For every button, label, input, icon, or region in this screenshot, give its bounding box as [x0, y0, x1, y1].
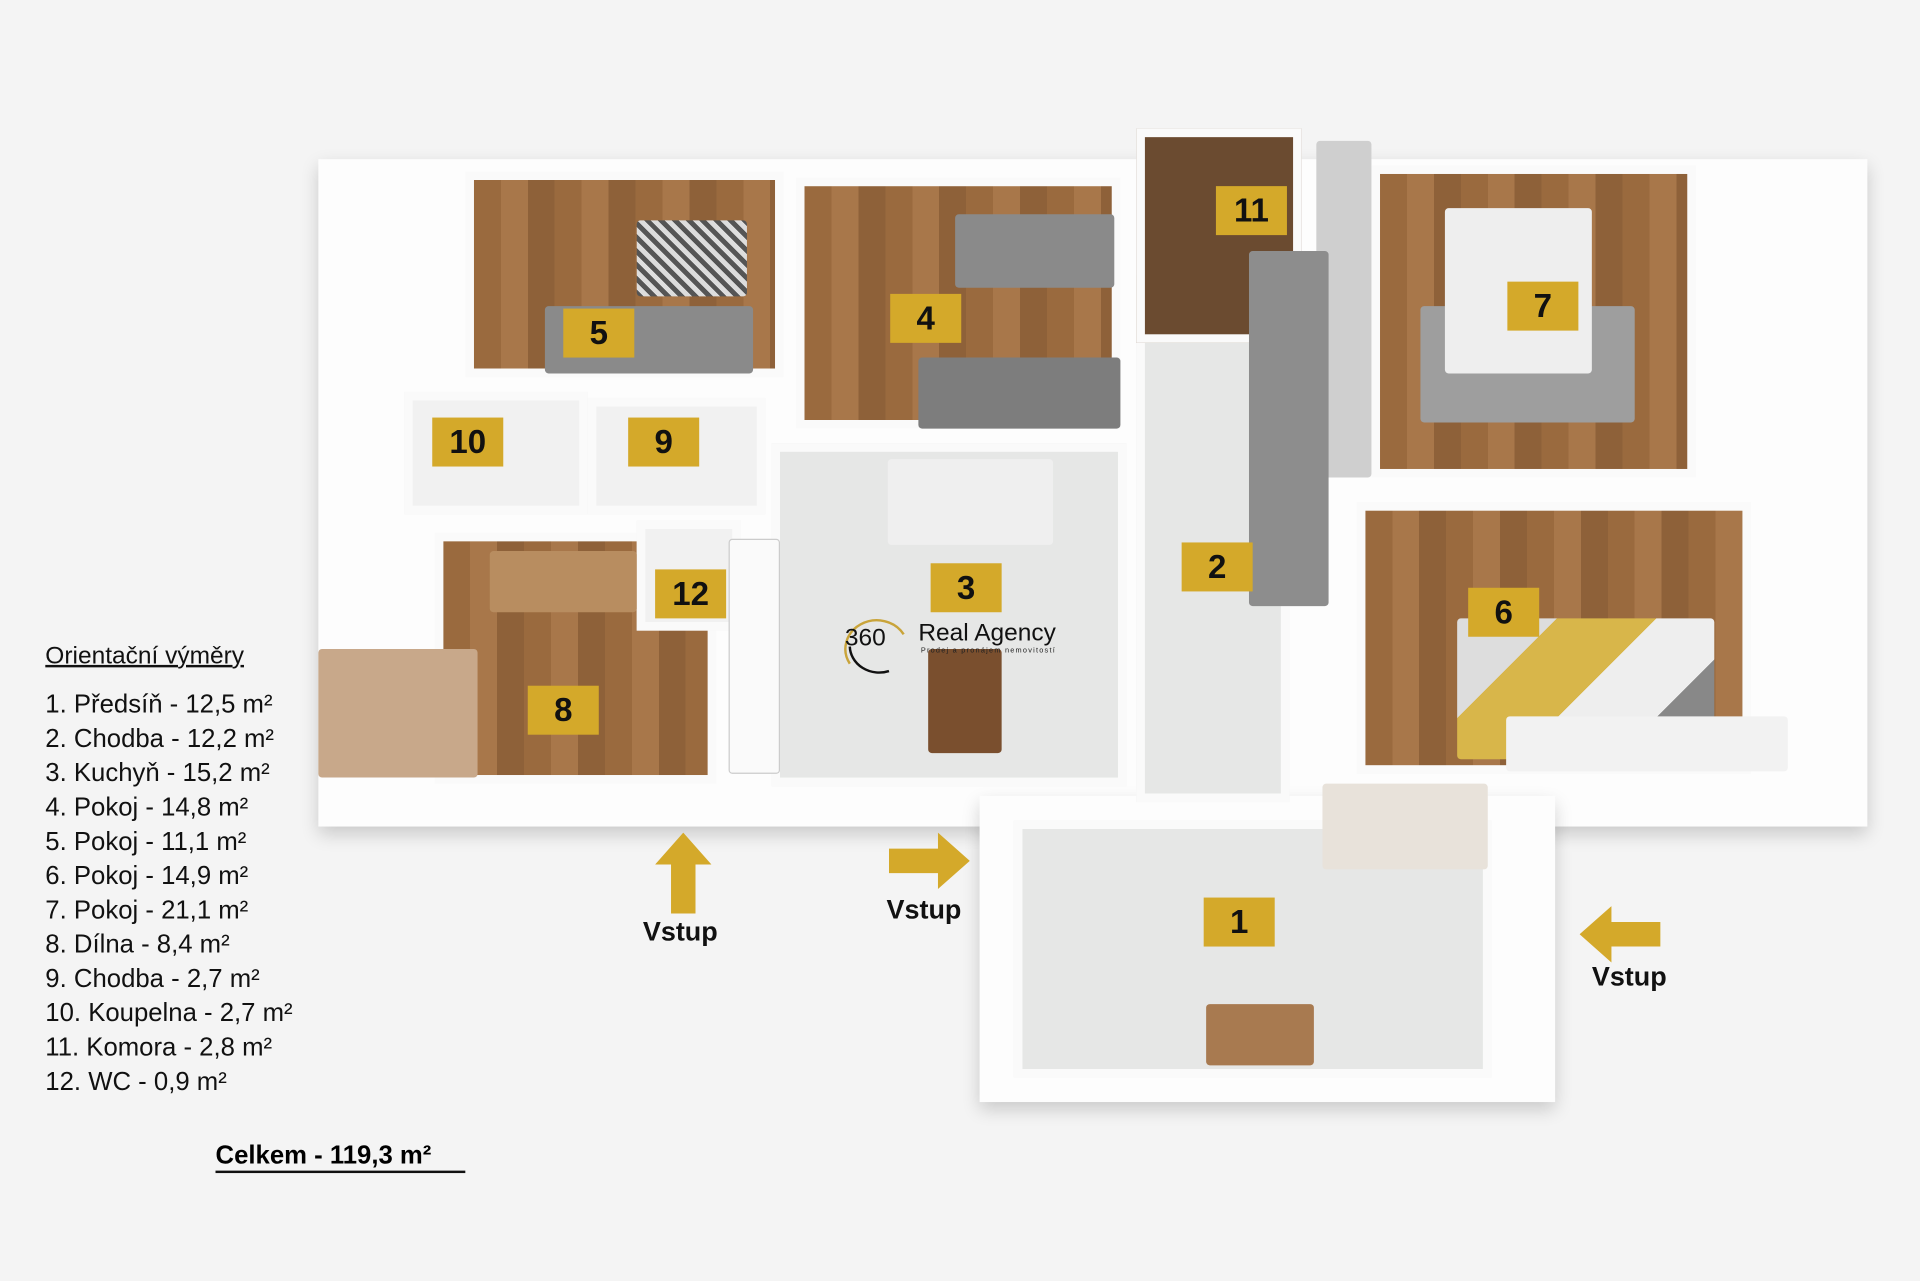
- room-label-9: 9: [628, 417, 700, 467]
- legend-item: 9. Chodba - 2,7 m²: [45, 964, 260, 994]
- legend-title: Orientační výměry: [45, 642, 245, 670]
- logo-arc-icon: [844, 619, 905, 674]
- room-label-6: 6: [1468, 587, 1540, 637]
- entrance-label-1: Vstup: [642, 915, 718, 947]
- workbench-room-8: [489, 551, 637, 613]
- room-label-2: 2: [1181, 542, 1253, 592]
- legend-item: 5. Pokoj - 11,1 m²: [45, 827, 247, 856]
- bed-room-5: [636, 220, 747, 297]
- area-legend: Orientační výměry 1. Předsíň - 12,5 m² 2…: [45, 643, 292, 1100]
- wardrobe-hall: [1248, 251, 1329, 607]
- logo-tagline: Prodej a pronájem nemovitostí: [920, 647, 1056, 656]
- sofa-room-3: [887, 459, 1054, 545]
- entrance-arrow-right-icon: [888, 832, 970, 889]
- room-label-10: 10: [432, 417, 504, 467]
- entrance-arrow-up-icon: [655, 832, 712, 914]
- logo-name: Real Agency: [918, 619, 1056, 647]
- legend-item: 12. WC - 0,9 m²: [45, 1067, 227, 1096]
- entrance-label-3: Vstup: [1591, 961, 1667, 992]
- legend-item: 10. Koupelna - 2,7 m²: [45, 999, 293, 1028]
- entrance-arrow-left-icon: [1579, 906, 1661, 963]
- total-area: Celkem - 119,3 m²: [215, 1141, 466, 1174]
- dining-table: [928, 648, 1002, 754]
- kitchen-counter: [728, 538, 781, 774]
- table-room-1: [1206, 1004, 1314, 1066]
- shoe-cabinet: [1322, 783, 1488, 870]
- legend-item: 11. Komora - 2,8 m²: [45, 1033, 273, 1062]
- room-label-12: 12: [655, 569, 727, 619]
- legend-item: 4. Pokoj - 14,8 m²: [45, 793, 249, 822]
- legend-item: 8. Dílna - 8,4 m²: [45, 930, 230, 959]
- bed-room-4: [955, 214, 1115, 288]
- room-label-1: 1: [1203, 897, 1275, 947]
- room-label-8: 8: [527, 685, 599, 735]
- room-label-7: 7: [1507, 281, 1579, 331]
- room-label-3: 3: [930, 563, 1002, 613]
- legend-item: 1. Předsíň - 12,5 m²: [45, 690, 273, 719]
- wardrobe-room-4: [918, 357, 1121, 429]
- legend-item: 3. Kuchyň - 15,2 m²: [45, 759, 270, 788]
- legend-item: 6. Pokoj - 14,9 m²: [45, 862, 249, 891]
- room-label-11: 11: [1215, 186, 1287, 236]
- room-label-4: 4: [890, 293, 962, 343]
- logo-number: 360: [844, 624, 886, 652]
- entrance-label-2: Vstup: [886, 893, 962, 925]
- legend-item: 2. Chodba - 12,2 m²: [45, 724, 275, 754]
- room-label-5: 5: [563, 308, 635, 358]
- sofa-room-6: [1506, 716, 1788, 772]
- legend-item: 7. Pokoj - 21,1 m²: [45, 896, 249, 925]
- cabinet-room-8: [318, 648, 478, 778]
